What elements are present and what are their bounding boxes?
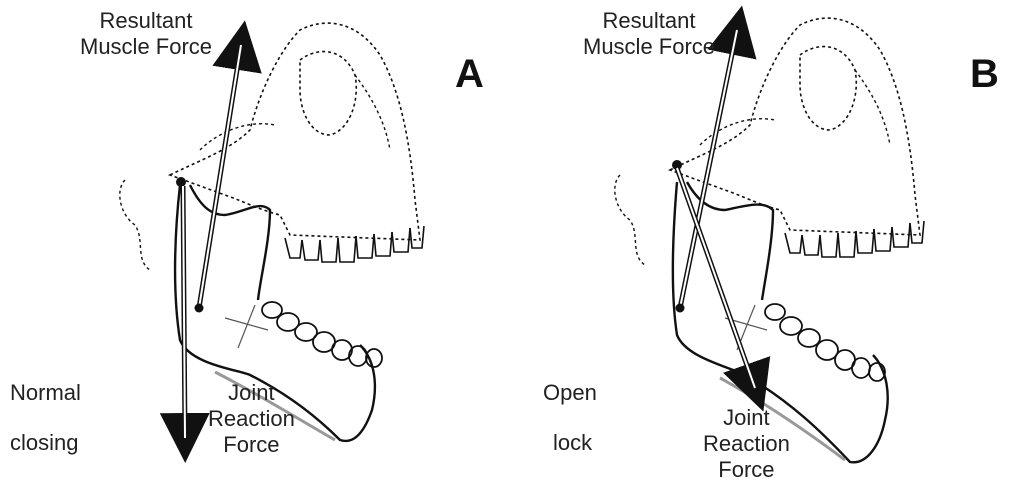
- upper-teeth: [285, 226, 424, 262]
- muscle-force-label: Resultant Muscle Force: [80, 8, 212, 60]
- zygomatic-outline: [200, 124, 275, 150]
- muscle-force-label-line2: Muscle Force: [80, 34, 212, 60]
- joint-force-label-line3: Force: [703, 457, 790, 483]
- joint-force-label-line3: Force: [208, 432, 295, 458]
- upper-teeth: [785, 221, 924, 257]
- joint-force-label-line1: Joint: [208, 380, 295, 406]
- ear-outline: [615, 175, 645, 265]
- muscle-origin-point: [195, 304, 204, 313]
- condition-label-2: closing: [10, 430, 78, 456]
- joint-force-label: Joint Reaction Force: [703, 405, 790, 483]
- joint-force-label-line1: Joint: [703, 405, 790, 431]
- ear-outline: [120, 180, 150, 270]
- joint-force-label: Joint Reaction Force: [208, 380, 295, 458]
- muscle-force-label: Resultant Muscle Force: [583, 8, 715, 60]
- lower-teeth: [262, 302, 382, 367]
- muscle-force-label-line1: Resultant: [80, 8, 212, 34]
- nasal-outline: [855, 70, 890, 145]
- panel-letter: B: [970, 52, 999, 97]
- orbit-outline: [800, 47, 856, 130]
- lower-teeth: [765, 304, 885, 381]
- panel-letter: A: [455, 52, 484, 97]
- condyle-point: [176, 177, 186, 187]
- joint-force-label-line2: Reaction: [703, 431, 790, 457]
- condition-label-1: Open: [543, 380, 597, 406]
- muscle-origin-point: [676, 304, 685, 313]
- condition-label-2: lock: [553, 430, 592, 456]
- zygomatic-outline: [700, 119, 775, 145]
- nasal-outline: [355, 75, 390, 150]
- condition-label-1: Normal: [10, 380, 81, 406]
- muscle-force-label-line2: Muscle Force: [583, 34, 715, 60]
- orbit-outline: [300, 52, 356, 135]
- panel-b: Resultant Muscle Force B Open lock Joint…: [505, 0, 1010, 504]
- panel-a: Resultant Muscle Force A Normal closing …: [0, 0, 505, 504]
- muscle-force-label-line1: Resultant: [583, 8, 715, 34]
- joint-force-label-line2: Reaction: [208, 406, 295, 432]
